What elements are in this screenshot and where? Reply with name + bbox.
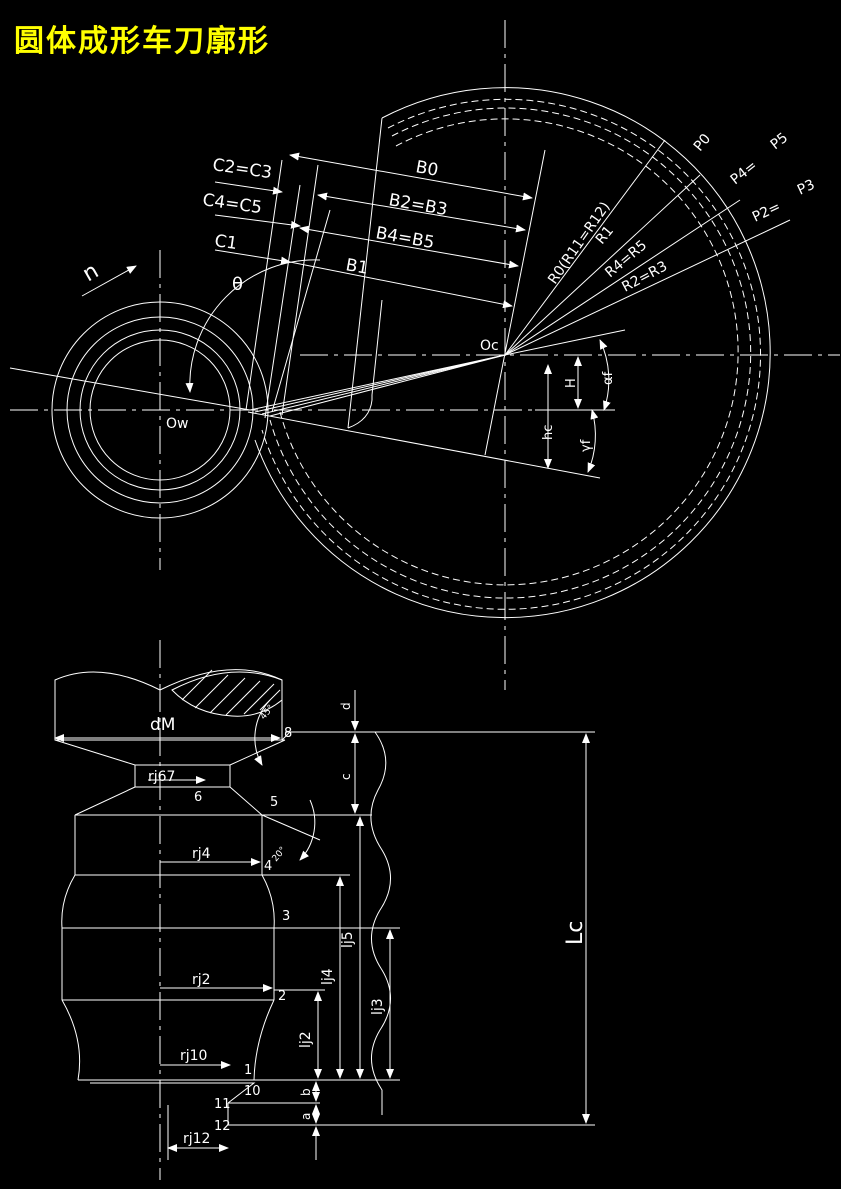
label-p3: P3 — [795, 177, 817, 199]
label-p2: P2= — [750, 199, 783, 226]
dimension-lines-top — [81, 152, 615, 473]
label-a: a — [299, 1113, 313, 1120]
label-hc: hc — [541, 425, 556, 440]
point-12: 12 — [214, 1119, 231, 1134]
point-5: 5 — [270, 795, 278, 810]
label-af: αf — [601, 371, 616, 385]
workpiece-circles — [51, 301, 269, 519]
label-c: c — [339, 773, 353, 780]
center-lines — [10, 20, 840, 690]
bottom-view: dM rj67 rj4 rj2 rj10 rj12 lj5 lj4 lj3 lj… — [54, 640, 595, 1180]
label-rj12: rj12 — [183, 1131, 210, 1147]
page-title: 圆体成形车刀廓形 — [14, 24, 270, 59]
label-yf: γf — [579, 439, 594, 452]
label-oc: Oc — [480, 338, 499, 354]
point-8: 8 — [284, 726, 292, 741]
point-1: 1 — [244, 1063, 252, 1078]
label-n: n — [79, 259, 104, 288]
label-c1: C1 — [213, 231, 238, 254]
label-p4: P4= — [728, 158, 761, 189]
tool-body-outline — [54, 669, 286, 1160]
label-b: b — [299, 1088, 313, 1096]
label-ow: Ow — [166, 416, 188, 432]
label-lj4: lj4 — [320, 968, 336, 985]
tool-circles — [254, 87, 771, 619]
label-b2b3: B2=B3 — [387, 190, 449, 220]
label-d: d — [339, 702, 353, 710]
top-view: B0 B2=B3 B4=B5 B1 C2=C3 C4=C5 C1 θ n Ow … — [9, 20, 840, 690]
label-lc: Lc — [563, 921, 588, 945]
label-p0: P0 — [691, 131, 714, 155]
label-h: H — [564, 378, 579, 388]
point-4: 4 — [264, 859, 272, 874]
point-6: 6 — [194, 790, 202, 805]
extension-lines — [228, 731, 595, 1126]
top-labels: B0 B2=B3 B4=B5 B1 C2=C3 C4=C5 C1 θ n Ow … — [79, 130, 818, 452]
label-lj5: lj5 — [340, 931, 356, 948]
dimension-lines-bottom — [54, 690, 590, 1160]
label-c4c5: C4=C5 — [201, 190, 263, 218]
label-rj2: rj2 — [192, 972, 211, 988]
label-lj2: lj2 — [298, 1031, 314, 1048]
label-angle-20: 20° — [271, 845, 289, 864]
cutting-lines — [9, 354, 601, 479]
radial-lines — [504, 139, 791, 356]
label-b0: B0 — [414, 157, 440, 181]
label-b1: B1 — [344, 255, 370, 279]
point-10: 10 — [244, 1084, 261, 1099]
label-theta: θ — [232, 274, 243, 295]
point-3: 3 — [282, 909, 290, 924]
label-b4b5: B4=B5 — [374, 223, 436, 253]
label-rj10: rj10 — [180, 1048, 207, 1064]
label-c2c3: C2=C3 — [211, 155, 273, 183]
label-rj4: rj4 — [192, 846, 211, 862]
bottom-labels: dM rj67 rj4 rj2 rj10 rj12 lj5 lj4 lj3 lj… — [148, 702, 588, 1147]
point-11: 11 — [214, 1097, 231, 1112]
tool-profile — [245, 117, 546, 456]
label-dm: dM — [150, 715, 175, 735]
break-line — [370, 731, 391, 1115]
label-p5: P5 — [768, 130, 792, 153]
point-2: 2 — [278, 989, 286, 1004]
label-lj3: lj3 — [370, 998, 386, 1015]
label-rj67: rj67 — [148, 769, 175, 785]
